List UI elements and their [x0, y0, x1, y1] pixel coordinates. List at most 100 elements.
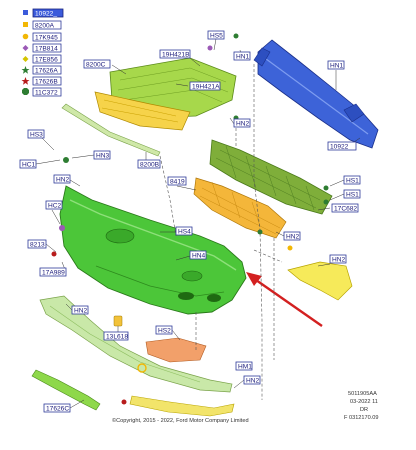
callout-box[interactable] — [207, 30, 225, 40]
callout-box[interactable] — [189, 250, 207, 260]
reference-block: 5011905AA 03-2022 11 DR F 0312170.09 — [344, 391, 379, 421]
callout-box[interactable] — [189, 81, 221, 91]
callout-box[interactable] — [331, 203, 359, 213]
legend-label-3[interactable]: 17K945 — [35, 35, 58, 42]
legend-swatch-17k945 — [22, 33, 29, 40]
callout-hn1-right[interactable]: HN1 — [330, 63, 344, 70]
legend-box-5[interactable] — [32, 54, 62, 64]
callout-box[interactable] — [329, 254, 347, 264]
callout-box[interactable] — [155, 325, 173, 335]
legend-label-8[interactable]: 11C372 — [35, 90, 58, 97]
callout-box[interactable] — [283, 231, 301, 241]
callout-19h421b[interactable]: 19H421B — [162, 52, 190, 59]
legend-label-7[interactable]: 17626B — [35, 79, 58, 86]
lower-grille-orange[interactable] — [193, 177, 287, 239]
lower-lip-spoiler[interactable] — [39, 295, 233, 393]
legend-label-4[interactable]: 17B814 — [35, 46, 58, 53]
callout-box[interactable] — [83, 59, 111, 69]
callout-box[interactable] — [327, 60, 345, 70]
callout-17c682[interactable]: 17C682 — [334, 206, 357, 213]
callout-17626c[interactable]: 17626C — [46, 406, 69, 413]
callout-box[interactable] — [137, 159, 161, 169]
legend-box-2[interactable] — [32, 20, 62, 30]
callout-box[interactable] — [343, 189, 361, 199]
bracket-13l618[interactable] — [113, 315, 123, 327]
legend-box-4[interactable] — [32, 43, 62, 53]
legend-box-6[interactable] — [32, 65, 62, 75]
callout-10922[interactable]: 10922 — [330, 144, 349, 151]
callout-hn2-top[interactable]: HN2 — [236, 121, 250, 128]
callout-hn1-top[interactable]: HN1 — [236, 54, 250, 61]
callout-box[interactable] — [39, 267, 67, 277]
red-arrow — [246, 272, 323, 327]
callout-8200b[interactable]: 8200B — [140, 162, 160, 169]
legend-label-5[interactable]: 17E856 — [35, 57, 58, 64]
callout-17a989[interactable]: 17A989 — [42, 270, 65, 277]
washer-icon — [137, 363, 147, 373]
ref-line-3: DR — [360, 407, 368, 413]
callout-box[interactable] — [327, 141, 357, 151]
legend-box-3[interactable] — [32, 32, 62, 42]
callout-hs5[interactable]: HS5 — [210, 33, 223, 40]
lamp-bezel[interactable] — [145, 337, 207, 363]
callout-box[interactable] — [27, 239, 47, 249]
callout-hm1[interactable]: HM1 — [238, 364, 252, 371]
fastener-icon — [59, 225, 65, 231]
fastener-icon — [287, 245, 293, 251]
legend-selected-box[interactable] — [32, 8, 64, 18]
legend-box-7[interactable] — [32, 76, 62, 86]
skid-plate[interactable] — [129, 395, 235, 417]
legend-swatch-17626a — [21, 66, 30, 74]
callout-hn3[interactable]: HN3 — [96, 153, 110, 160]
callout-box[interactable] — [159, 49, 191, 59]
callout-box[interactable] — [43, 403, 71, 413]
callout-hs1-2[interactable]: HS1 — [346, 192, 359, 199]
callout-box[interactable] — [53, 174, 71, 184]
legend-box-8[interactable] — [32, 87, 62, 97]
callout-box[interactable] — [175, 226, 193, 236]
callout-hs2[interactable]: HS2 — [158, 328, 171, 335]
callout-13l618[interactable]: 13L618 — [106, 334, 128, 341]
callout-8200c[interactable]: 8200C — [86, 62, 106, 69]
callout-hn4[interactable]: HN4 — [192, 253, 206, 260]
callout-hn2-left[interactable]: HN2 — [56, 177, 70, 184]
grille-insert-upper[interactable] — [94, 91, 191, 131]
callout-8213[interactable]: 8213 — [30, 242, 45, 249]
callout-hn2-right[interactable]: HN2 — [332, 257, 346, 264]
callout-box[interactable] — [233, 51, 251, 61]
bumper-reinforcement-beam[interactable] — [253, 39, 379, 149]
callout-box[interactable] — [167, 176, 187, 186]
legend-swatch-8200a — [23, 22, 28, 27]
callout-box[interactable] — [103, 331, 129, 341]
callout-hc2[interactable]: HC2 — [48, 203, 62, 210]
callout-box[interactable] — [71, 305, 89, 315]
callout-hn2-mid[interactable]: HN2 — [286, 234, 300, 241]
lower-trim-strip[interactable] — [31, 369, 101, 411]
callout-box[interactable] — [235, 361, 253, 371]
bumper-cover[interactable] — [59, 185, 247, 315]
callout-hn2-low[interactable]: HN2 — [74, 308, 88, 315]
fastener-icon — [63, 157, 69, 163]
callout-hn2-bottom[interactable]: HN2 — [246, 378, 260, 385]
callout-box[interactable] — [233, 118, 251, 128]
callout-box[interactable] — [93, 150, 111, 160]
callout-box[interactable] — [19, 159, 37, 169]
callout-box[interactable] — [45, 200, 63, 210]
callout-hc1[interactable]: HC1 — [22, 162, 36, 169]
callout-box[interactable] — [27, 129, 45, 139]
side-deflector[interactable] — [287, 261, 353, 301]
callout-hs1-1[interactable]: HS1 — [346, 178, 359, 185]
legend-label-1[interactable]: 10922_ — [35, 11, 57, 18]
callout-box[interactable] — [343, 175, 361, 185]
callout-19h421a[interactable]: 19H421A — [192, 84, 220, 91]
callout-hs3[interactable]: HS3 — [30, 132, 43, 139]
lower-grille-mesh[interactable] — [209, 139, 333, 215]
callout-8419[interactable]: 8419 — [170, 179, 185, 186]
grille-surround-strip[interactable] — [61, 103, 161, 157]
legend-label-2[interactable]: 8200A — [35, 23, 55, 30]
legend-swatch-17626b — [21, 77, 30, 85]
callout-hs4[interactable]: HS4 — [178, 229, 191, 236]
callout-box[interactable] — [243, 375, 261, 385]
legend-label-6[interactable]: 17626A — [35, 68, 58, 75]
